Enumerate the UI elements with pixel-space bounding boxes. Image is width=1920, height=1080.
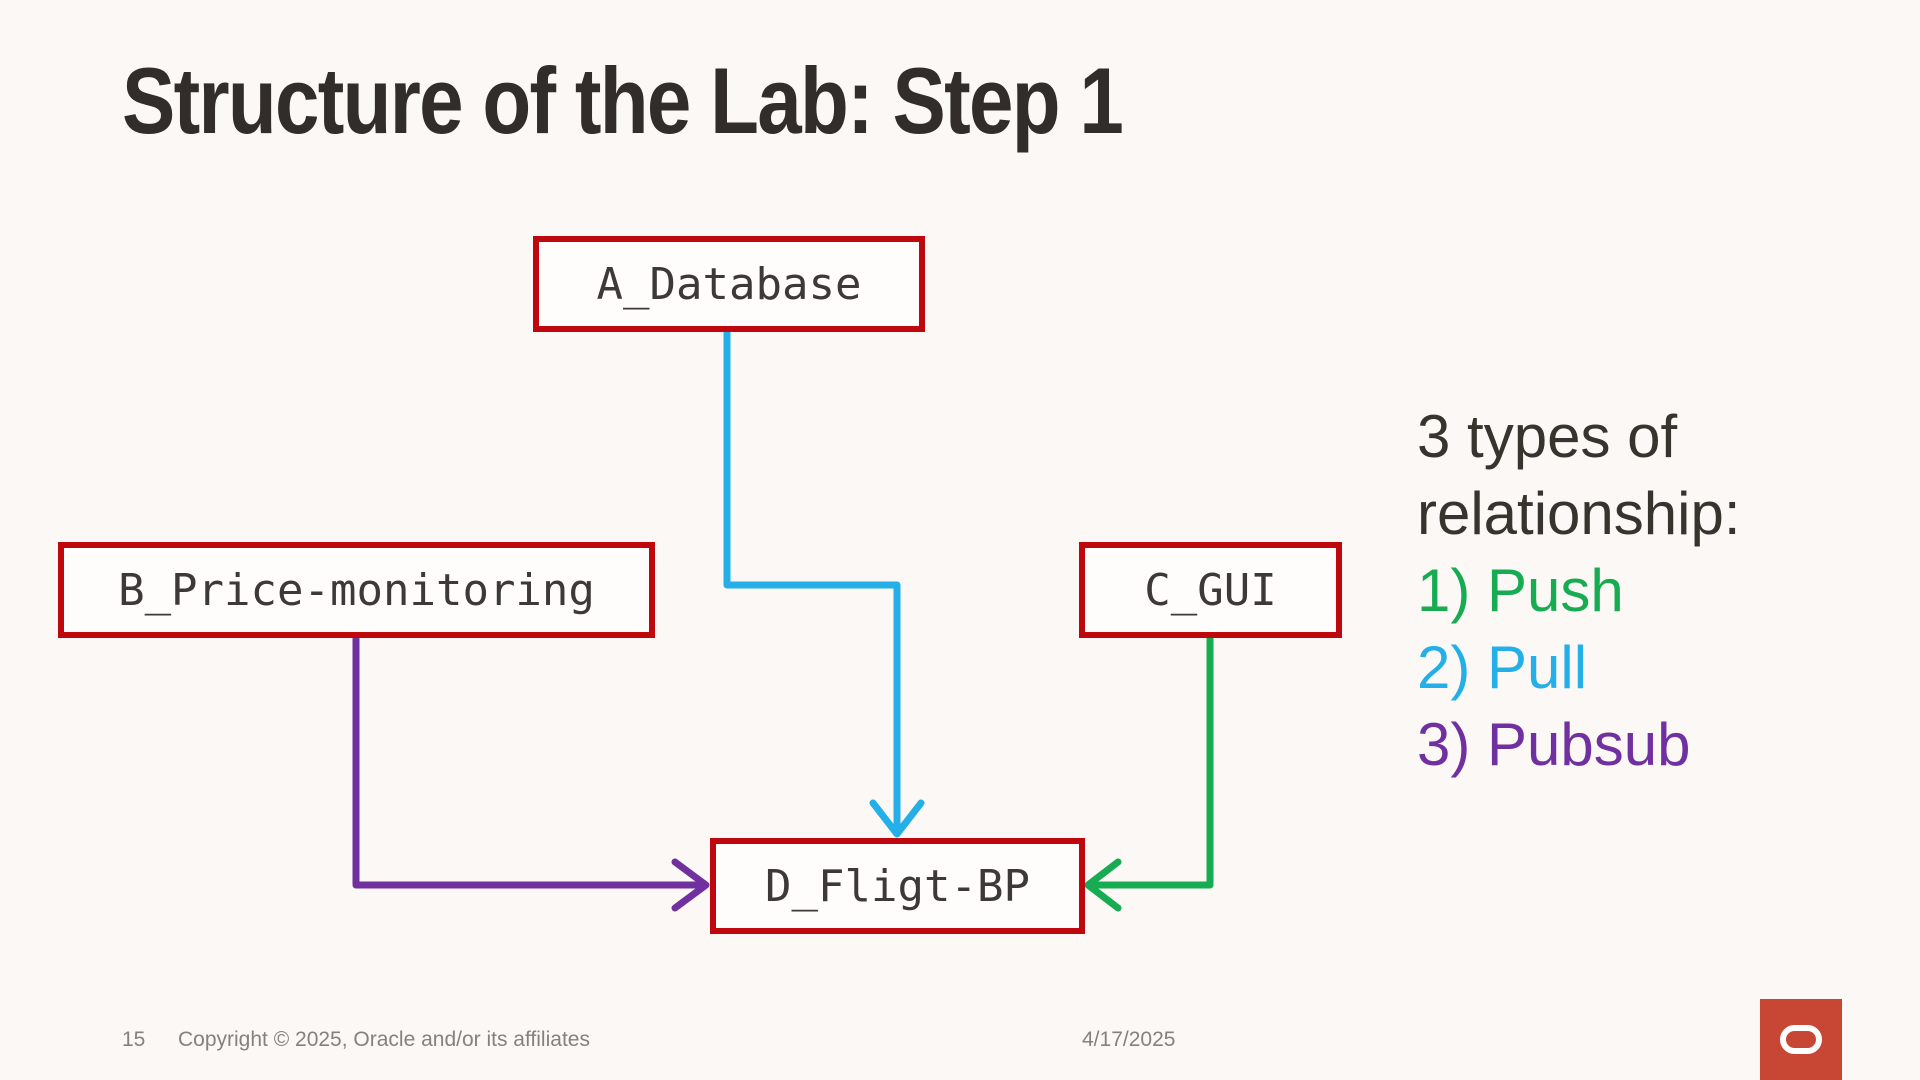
edge-c-to-d-line	[1090, 633, 1214, 889]
node-b-price-monitoring: B_Price-monitoring	[58, 542, 655, 638]
edge-a-to-d-line	[723, 327, 901, 830]
legend-heading-line2: relationship:	[1417, 480, 1741, 547]
oracle-logo-icon	[1760, 999, 1842, 1080]
oracle-o-glyph	[1780, 1025, 1822, 1054]
node-c-gui-label: C_GUI	[1144, 564, 1277, 616]
slide-title: Structure of the Lab: Step 1	[122, 48, 1124, 153]
node-d-fligt-bp: D_Fligt-BP	[710, 838, 1085, 934]
edge-b-to-d	[352, 633, 710, 912]
legend-item-push: 1) Push	[1417, 557, 1624, 624]
node-a-database-label: A_Database	[596, 258, 862, 310]
page-number: 15	[122, 1028, 146, 1051]
edge-c-to-d	[1084, 633, 1214, 912]
copyright-text: Copyright © 2025, Oracle and/or its affi…	[178, 1028, 590, 1051]
node-d-fligt-bp-label: D_Fligt-BP	[765, 860, 1030, 912]
edge-a-to-d	[723, 327, 925, 838]
legend: 3 types of relationship: 1) Push 2) Pull…	[1417, 398, 1741, 783]
slide-date: 4/17/2025	[1082, 1028, 1176, 1051]
edge-a-to-d-arrowhead-icon	[869, 799, 925, 838]
node-a-database: A_Database	[533, 236, 925, 332]
legend-item-pubsub: 3) Pubsub	[1417, 711, 1691, 778]
legend-heading-line1: 3 types of	[1417, 403, 1678, 470]
node-b-price-monitoring-label: B_Price-monitoring	[118, 564, 595, 616]
edge-b-to-d-line	[352, 633, 702, 889]
legend-item-pull: 2) Pull	[1417, 634, 1588, 701]
node-c-gui: C_GUI	[1079, 542, 1342, 638]
edge-c-to-d-arrowhead-icon	[1084, 858, 1122, 912]
edge-b-to-d-arrowhead-icon	[671, 858, 710, 912]
